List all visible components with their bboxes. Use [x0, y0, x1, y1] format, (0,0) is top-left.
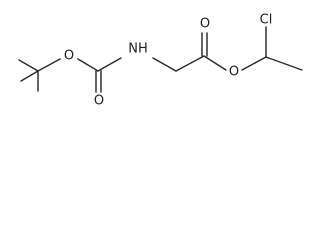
bond-tbu-methyl-1 [18, 59, 39, 72]
bond-ch2-c [175, 55, 205, 72]
atom-o-ester: O [229, 65, 239, 80]
atom-o-carbonyl-ester: O [200, 17, 210, 32]
atom-o-carbonyl-boc: O [94, 94, 104, 109]
bond-c-o-ester [203, 55, 227, 71]
bond-tbu-methyl-2 [20, 70, 39, 82]
bond-o-c-boc [77, 58, 99, 72]
atom-cl: Cl [260, 13, 273, 28]
bond-n-ch2 [152, 57, 177, 72]
bond-boc-c-n [97, 57, 122, 72]
atom-o-ether-boc: O [64, 49, 74, 64]
atom-nh: NH [128, 42, 148, 57]
bond-o-ch [241, 56, 267, 71]
molecule-diagram: O O NH O O Cl [18, 13, 303, 109]
bond-tbu-c-o [37, 58, 61, 72]
bond-ch-ch3 [265, 56, 303, 71]
structure-canvas: O O NH O O Cl [0, 0, 320, 118]
